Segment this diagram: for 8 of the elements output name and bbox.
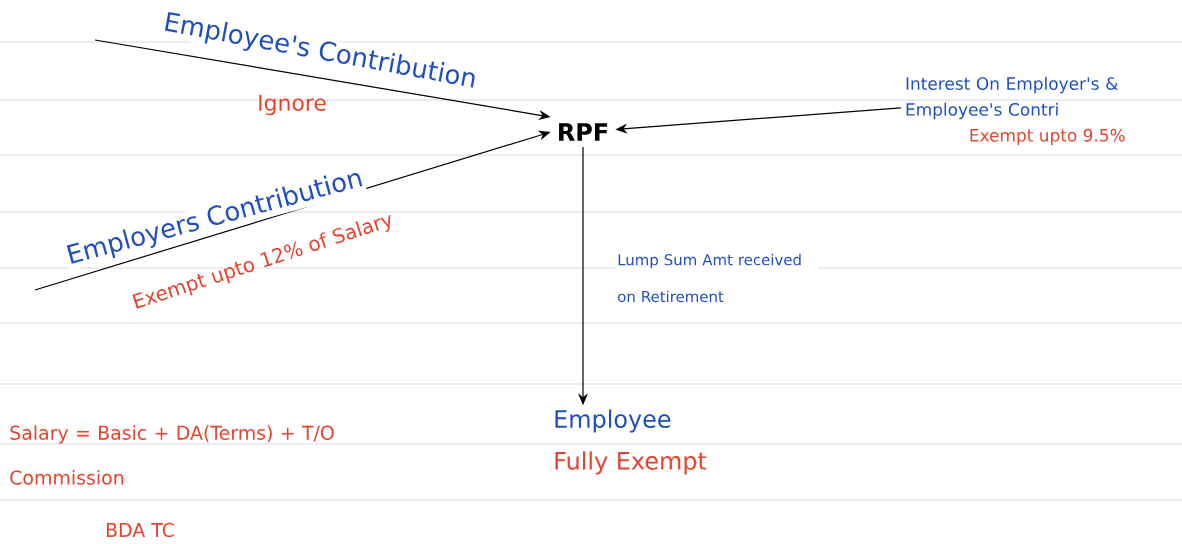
edge-label: Lump Sum Amt received on Retirement xyxy=(616,252,819,304)
source-label: Interest On Employer's & Employee's Contri xyxy=(906,76,1118,120)
note-text: BDA TC xyxy=(106,522,174,538)
beside-label: Exempt upto 9.5% xyxy=(970,128,1125,145)
recipient-label: Employee Fully Exempt xyxy=(555,409,707,475)
note-text: Salary = Basic + DA(Terms) + T/O Commission xyxy=(10,425,334,485)
fund-label: RPF xyxy=(559,123,608,141)
note-text: Ignore xyxy=(259,94,326,116)
